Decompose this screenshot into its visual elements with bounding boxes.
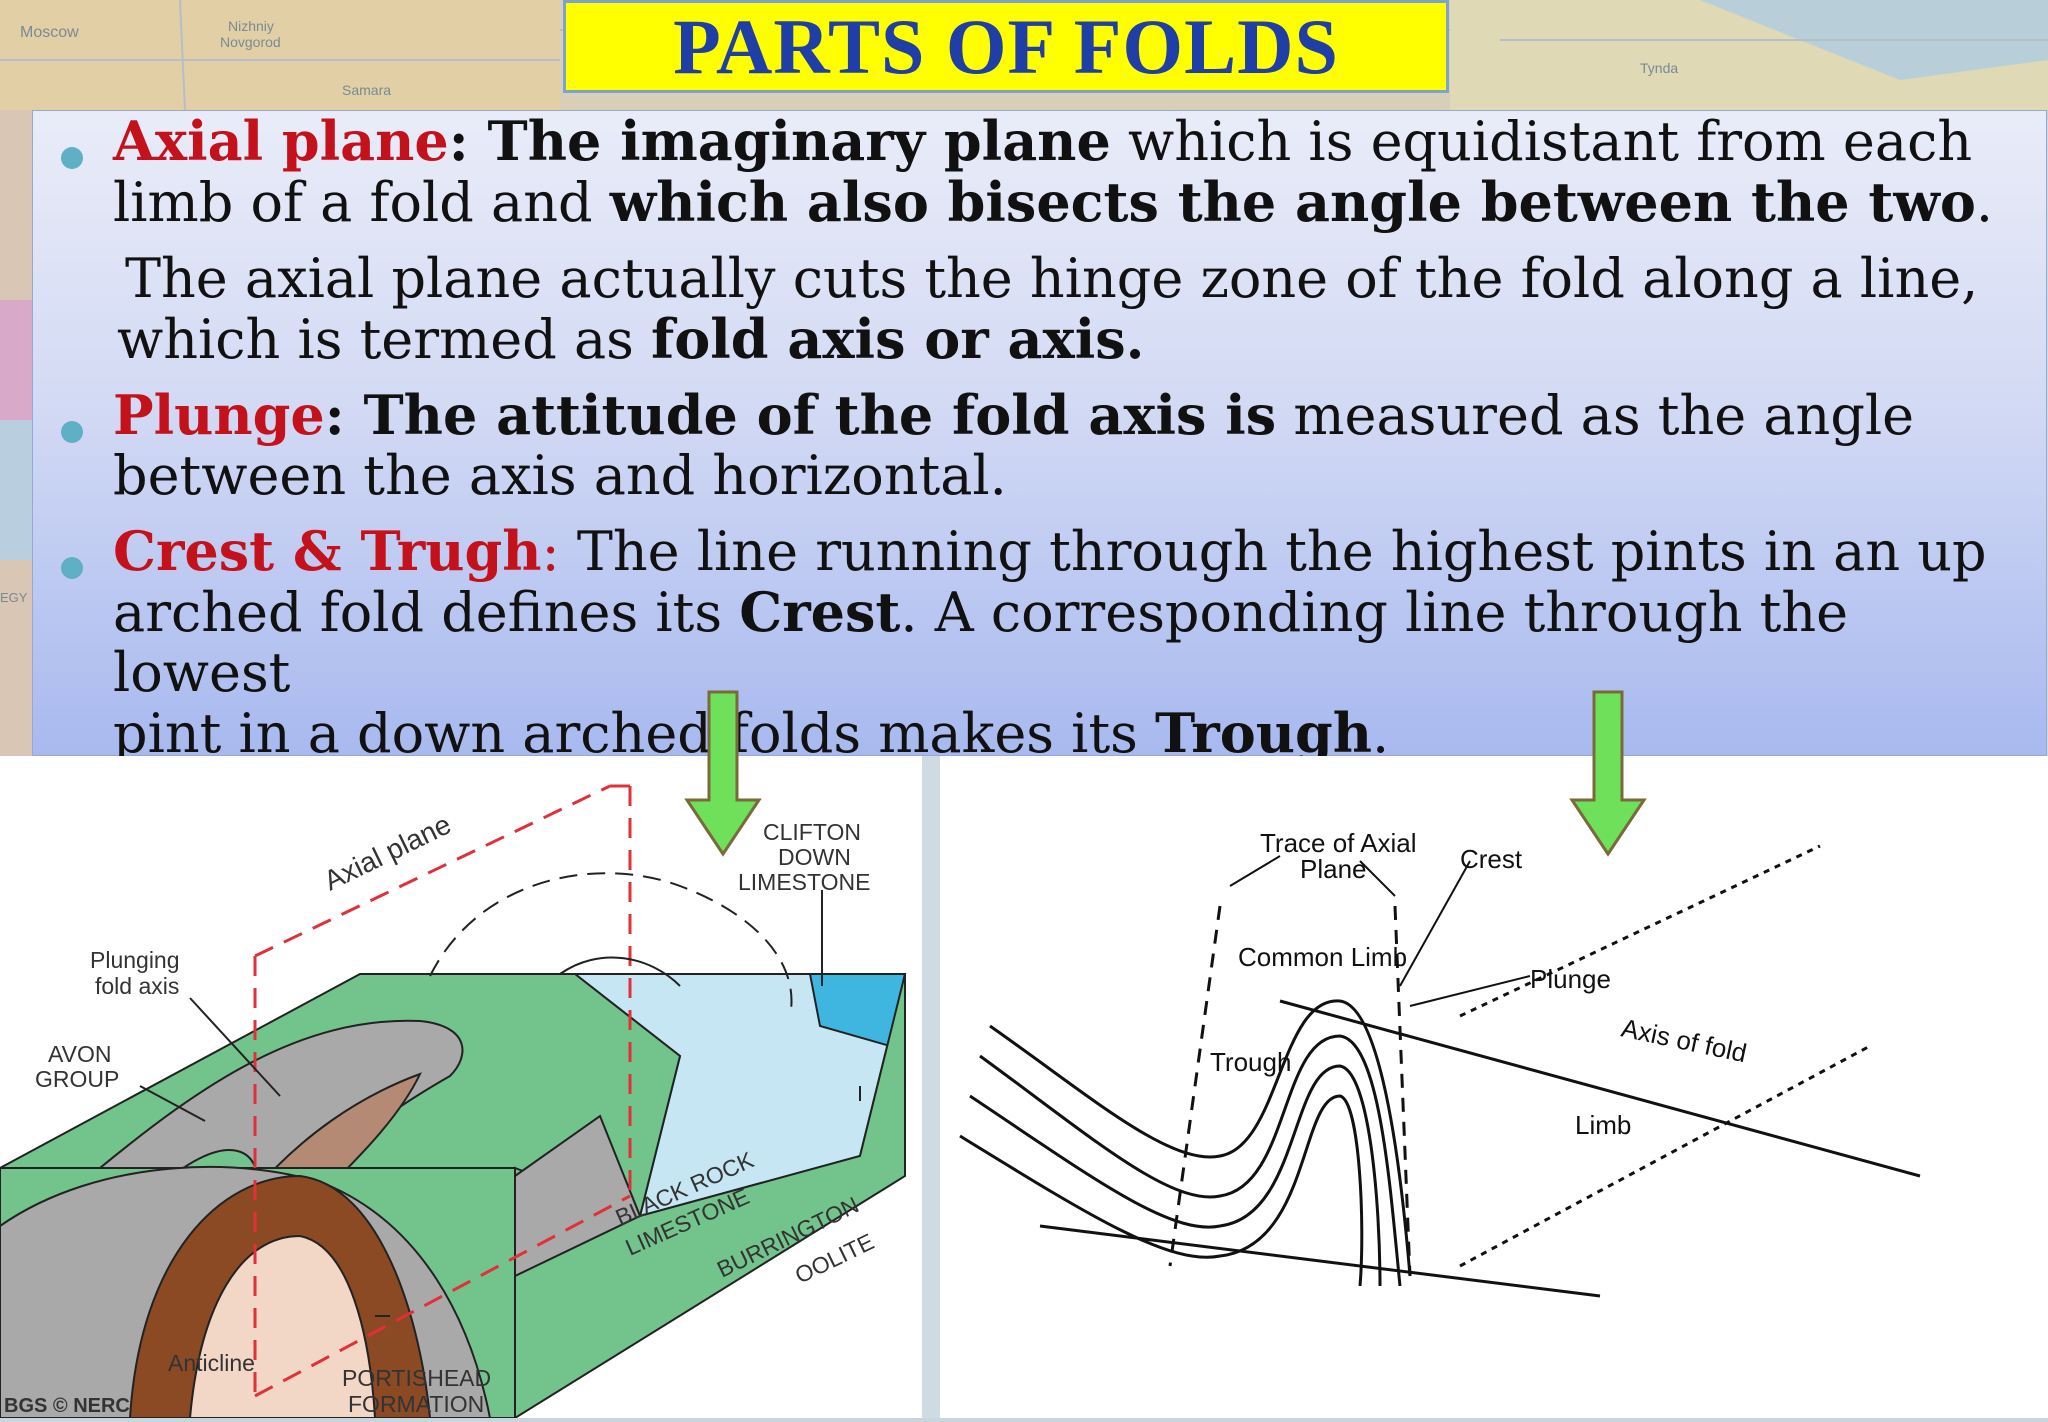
bold-text: fold axis or axis. (651, 307, 1145, 371)
page-title: PARTS OF FOLDS (673, 2, 1339, 90)
bullet-dot (61, 557, 83, 579)
map-label-tynda: Tynda (1640, 60, 1679, 76)
body-text: The line running through the highest pin… (576, 520, 1987, 583)
paragraph-crest-trough: Crest & Trugh: The line running through … (113, 521, 2033, 764)
paragraph-axial-plane-continued: The axial plane actually cuts the hinge … (117, 249, 2037, 370)
colon: : (324, 383, 364, 447)
fold-block-diagram-svg: Axial plane Plunging fold axis AVON GROU… (0, 784, 907, 1420)
bold-text: Trough (1155, 701, 1373, 765)
label-group: GROUP (35, 1066, 119, 1092)
label-formation: FORMATION (348, 1391, 484, 1417)
body-text: . (1975, 171, 1994, 234)
fold-block-diagram: Axial plane Plunging fold axis AVON GROU… (0, 756, 922, 1420)
body-text: between the axis and horizontal. (113, 444, 1007, 507)
bold-text: which also bisects the angle between the… (609, 170, 1976, 234)
body-text: limb of a fold and (113, 171, 610, 234)
fold-profile-diagram: Trace of Axial Plane Crest Common Limb P… (940, 756, 2048, 1418)
leader-line (139, 1085, 206, 1122)
label-crest: Crest (1460, 844, 1523, 874)
term-crest-trough: Crest & Trugh (113, 519, 542, 583)
body-text: . A corresponding line through the lowes… (113, 581, 1849, 704)
label-limb: Limb (1575, 1110, 1631, 1140)
body-text: which is termed as (117, 308, 652, 371)
fold-profile-diagram-svg: Trace of Axial Plane Crest Common Limb P… (959, 828, 1921, 1298)
credit-bgs: BGS © NERC (4, 1395, 130, 1417)
label-trace-of-axial: Trace of Axial (1260, 828, 1417, 858)
label-axis-of-fold: Axis of fold (1619, 1013, 1750, 1069)
arrow-down-icon (1569, 690, 1647, 857)
paragraph-axial-plane: Axial plane: The imaginary plane which i… (113, 111, 2033, 233)
map-label-novgorod: Novgorod (220, 34, 281, 50)
label-plunging: Plunging (90, 947, 180, 973)
label-fold-axis: fold axis (95, 973, 179, 999)
body-text: pint in a down arched folds makes its (113, 702, 1156, 765)
paragraph-plunge: Plunge: The attitude of the fold axis is… (113, 385, 2033, 506)
map-label-samara: Samara (342, 82, 392, 98)
bold-text: The imaginary plane (487, 109, 1111, 173)
leader-line (189, 997, 281, 1097)
body-text: arched fold defines its (113, 581, 740, 644)
body-text: . (1372, 702, 1390, 765)
body-text: The axial plane actually cuts the hinge … (125, 247, 1979, 310)
body-text: which is equidistant from each (1110, 110, 1973, 173)
title-banner: PARTS OF FOLDS (563, 0, 1449, 93)
label-avon: AVON (48, 1041, 111, 1067)
label-common-limb: Common Limb (1238, 942, 1407, 972)
label-trough: Trough (1210, 1047, 1291, 1077)
body-text: measured as the angle (1276, 384, 1915, 447)
label-limestone: LIMESTONE (738, 869, 871, 895)
label-plunge: Plunge (1530, 964, 1611, 994)
colon: : (541, 520, 577, 583)
bold-text: Crest (739, 580, 901, 644)
colon: : (448, 109, 488, 173)
label-plane: Plane (1300, 854, 1367, 884)
term-axial-plane: Axial plane (113, 109, 449, 173)
label-clifton: CLIFTON (763, 819, 861, 845)
term-plunge: Plunge (113, 383, 325, 447)
label-down: DOWN (778, 844, 851, 870)
bullet-dot (61, 421, 83, 443)
label-portishead: PORTISHEAD (342, 1365, 491, 1391)
label-anticline: Anticline (168, 1350, 255, 1376)
map-label-moscow: Moscow (20, 24, 79, 41)
map-label-nizhniy: Nizhniy (228, 18, 274, 34)
label-axial-plane: Axial plane (319, 808, 456, 896)
bullet-dot (61, 147, 83, 169)
bold-text: The attitude of the fold axis is (363, 383, 1277, 447)
map-label-egy: EGY (0, 590, 28, 605)
arrow-down-icon (684, 690, 762, 857)
content-panel: Axial plane: The imaginary plane which i… (32, 110, 2047, 764)
